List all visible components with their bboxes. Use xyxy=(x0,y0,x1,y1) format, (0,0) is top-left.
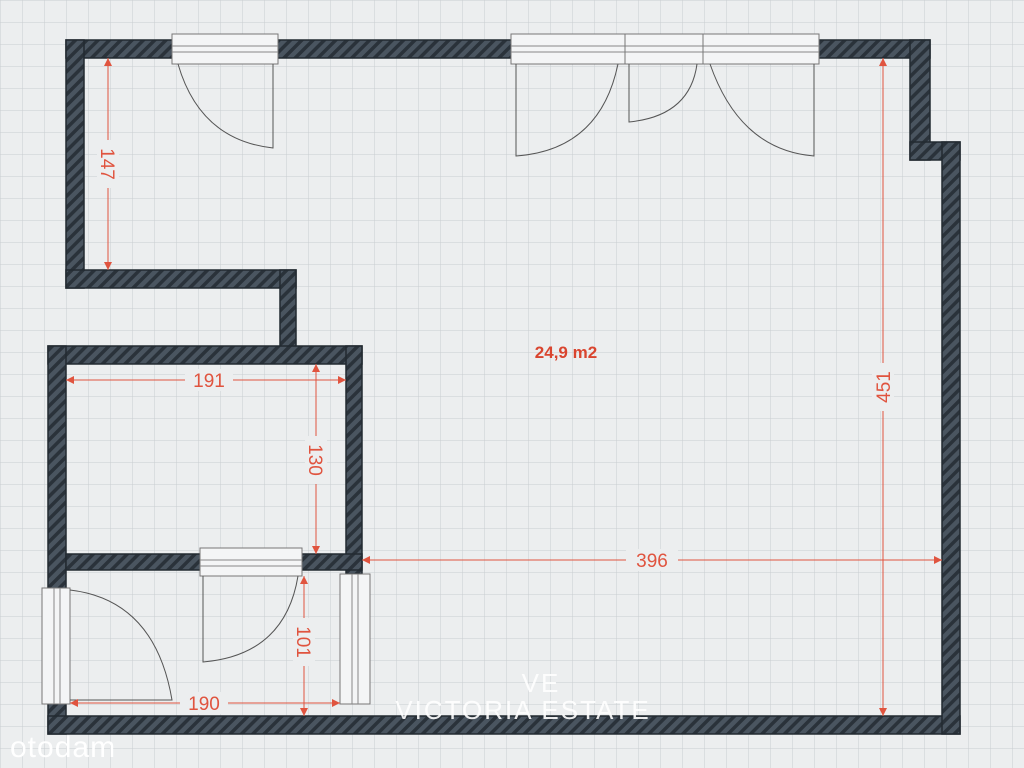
area-label: 24,9 m2 xyxy=(535,343,597,362)
door-frame-bathroom xyxy=(199,547,303,577)
arrow xyxy=(312,546,320,554)
arrow xyxy=(934,556,942,564)
dim-label-191: 191 xyxy=(193,371,225,392)
wall-right xyxy=(941,141,961,735)
wall-connector xyxy=(279,269,297,355)
arrow xyxy=(312,364,320,372)
door-swing-entrance xyxy=(69,589,173,701)
otodam-logo: otodam xyxy=(10,731,116,764)
window-swing-1 xyxy=(515,63,619,157)
wall-bath-right xyxy=(345,345,363,575)
label-bg xyxy=(180,692,228,714)
dim-label-130: 130 xyxy=(304,444,325,476)
dim-label-130-group: 130 xyxy=(304,436,327,484)
window-swing-3 xyxy=(709,63,815,157)
arrow xyxy=(879,58,887,66)
dim-label-101-group: 101 xyxy=(292,618,315,666)
dim-label-451-group: 451 xyxy=(872,363,895,411)
arrow xyxy=(300,576,308,584)
arrow xyxy=(332,699,340,707)
dim-label-101: 101 xyxy=(292,626,313,658)
label-bg xyxy=(97,140,119,188)
victoria-estate-watermark: VE VICTORIA ESTATE xyxy=(395,668,650,725)
door-swing-top-left xyxy=(177,63,274,149)
door-swings xyxy=(69,63,815,701)
label-bg xyxy=(305,436,327,484)
arrow xyxy=(104,262,112,270)
arrow xyxy=(362,556,370,564)
label-bg xyxy=(293,618,315,666)
arrow xyxy=(879,708,887,716)
door-frame-top-left xyxy=(171,33,279,65)
dim-label-147: 147 xyxy=(96,148,117,180)
dim-label-190: 190 xyxy=(188,694,220,715)
label-bg xyxy=(185,369,233,391)
watermark-monogram: VE xyxy=(522,668,561,698)
wall-nook-bottom xyxy=(65,269,297,289)
window-swing-2 xyxy=(628,63,698,123)
arrow xyxy=(70,699,78,707)
arrow xyxy=(66,376,74,384)
label-bg xyxy=(626,549,678,571)
label-bg xyxy=(872,363,894,411)
dim-label-396: 396 xyxy=(636,551,668,572)
openings xyxy=(41,33,820,705)
dim-label-147-group: 147 xyxy=(96,140,119,188)
door-frame-room xyxy=(339,573,371,705)
door-frame-entrance xyxy=(41,587,71,705)
door-swing-bathroom xyxy=(202,575,299,663)
wall-bath-top xyxy=(47,345,363,365)
arrow xyxy=(338,376,346,384)
dimension-ticks xyxy=(66,58,942,716)
dim-label-451: 451 xyxy=(874,371,895,403)
watermark-company: VICTORIA ESTATE xyxy=(395,695,650,725)
arrow xyxy=(300,708,308,716)
wall-left-upper xyxy=(65,39,85,289)
window-top xyxy=(510,33,820,65)
arrow xyxy=(104,58,112,66)
